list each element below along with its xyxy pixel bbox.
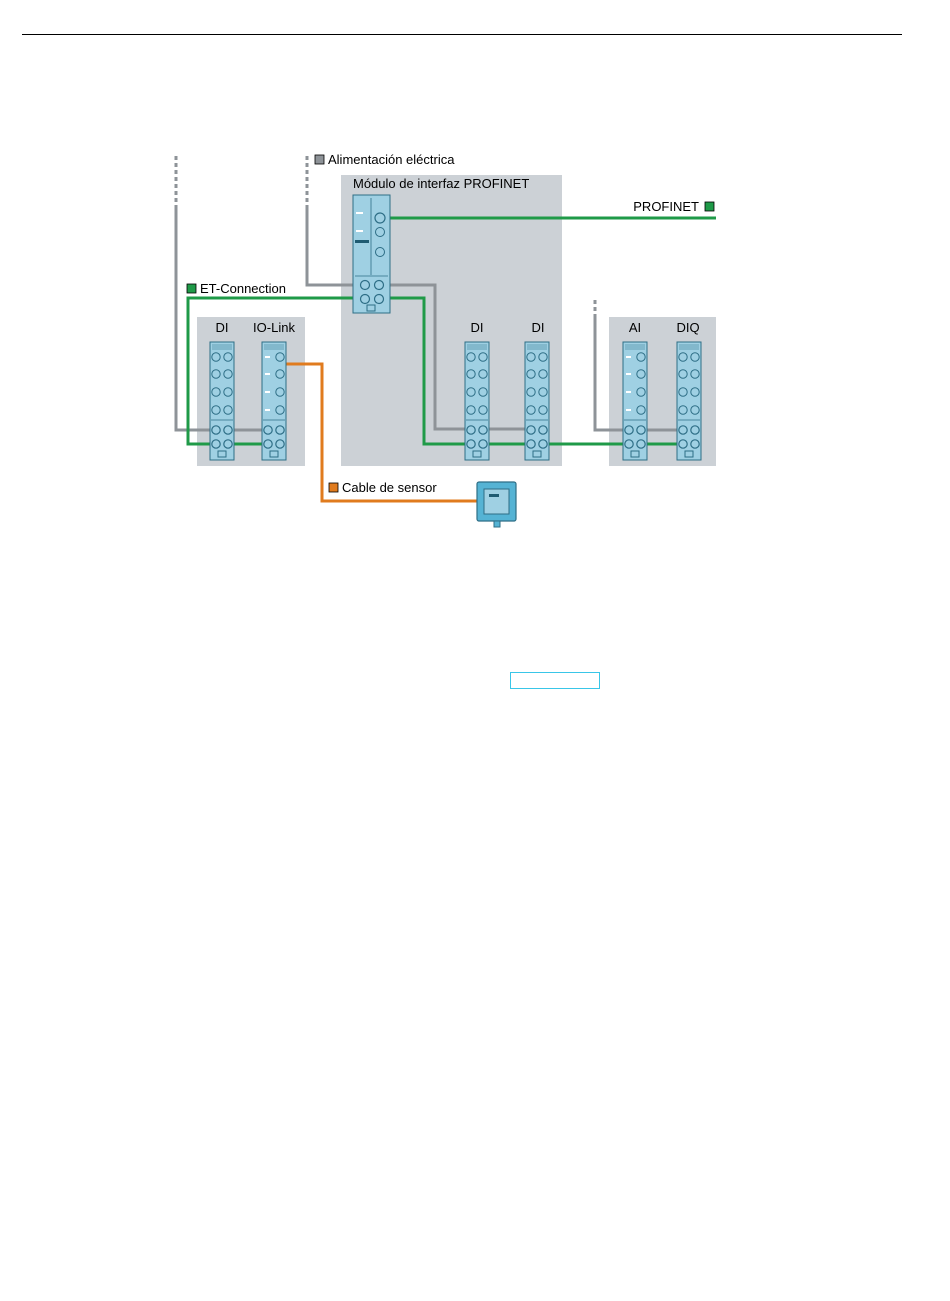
- profinet-label: PROFINET: [633, 199, 699, 214]
- sensor-cable-legend-marker: [329, 483, 338, 492]
- module-label-diq: DIQ: [676, 320, 699, 335]
- sensor-cable-label: Cable de sensor: [342, 480, 437, 495]
- io-module-di-2: [465, 342, 489, 460]
- interface-module-device: [353, 195, 390, 313]
- io-module-diq: [677, 342, 701, 460]
- module-label-io-link: IO-Link: [253, 320, 295, 335]
- et-connection-label: ET-Connection: [200, 281, 286, 296]
- sensor-device: [477, 482, 516, 527]
- page-link-box[interactable]: [510, 672, 600, 689]
- module-label-di-2: DI: [471, 320, 484, 335]
- interface-module-label: Módulo de interfaz PROFINET: [353, 176, 529, 191]
- module-label-di-3: DI: [532, 320, 545, 335]
- et-connection-legend-marker: [187, 284, 196, 293]
- io-module-ai: [623, 342, 647, 460]
- power-label: Alimentación eléctrica: [328, 152, 455, 167]
- profinet-legend-marker: [705, 202, 714, 211]
- io-module-di-3: [525, 342, 549, 460]
- module-label-ai: AI: [629, 320, 641, 335]
- io-module-di-1: [210, 342, 234, 460]
- module-label-di-1: DI: [216, 320, 229, 335]
- power-legend-marker: [315, 155, 324, 164]
- io-module-io-link: [262, 342, 286, 460]
